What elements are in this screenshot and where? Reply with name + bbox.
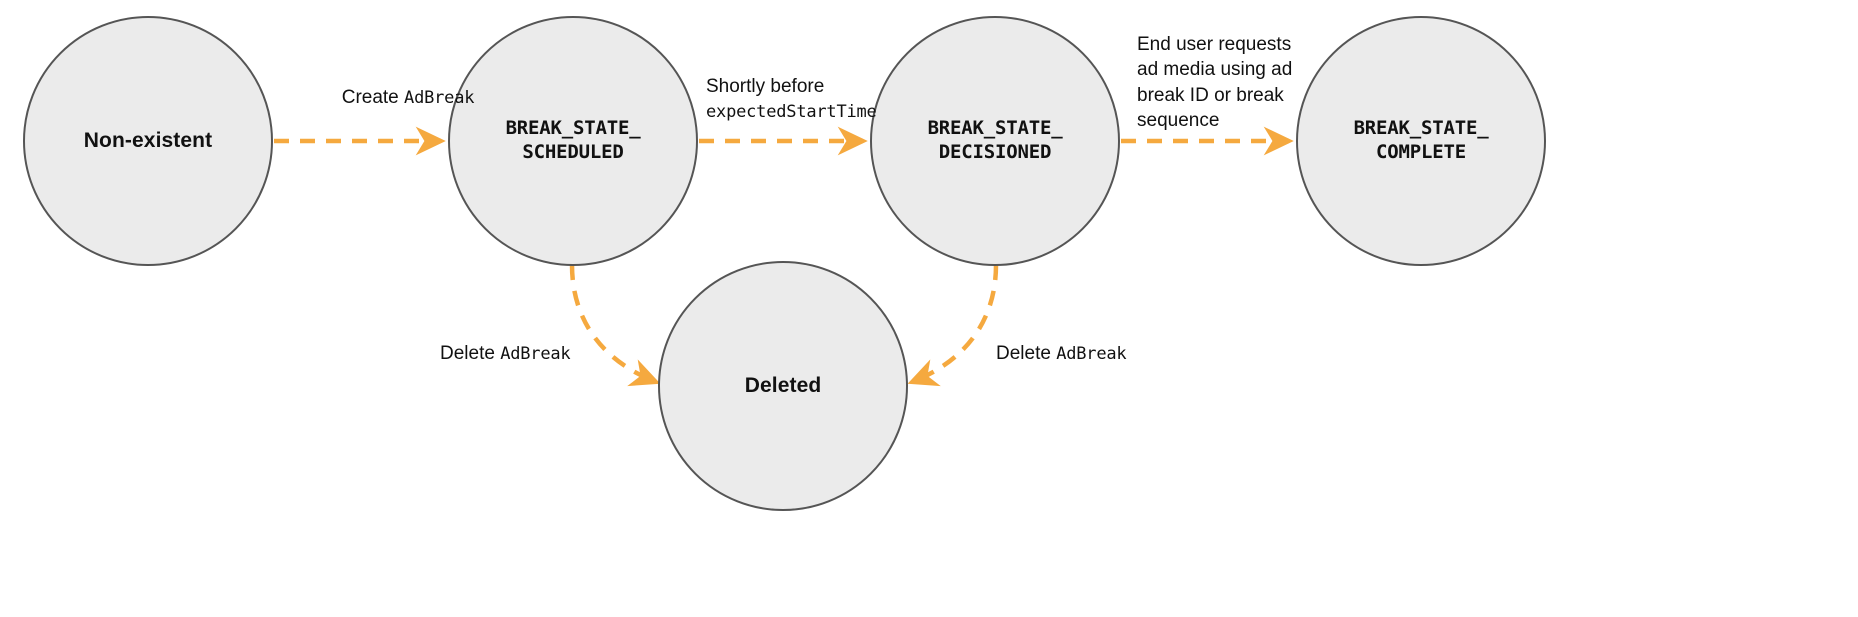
- node-break-state-decisioned[interactable]: [870, 16, 1120, 266]
- node-deleted[interactable]: [658, 261, 908, 511]
- node-break-state-complete[interactable]: [1296, 16, 1546, 266]
- node-hit-break-state-complete[interactable]: [1297, 17, 1545, 265]
- node-non-existent[interactable]: [23, 16, 273, 266]
- node-hit-deleted[interactable]: [659, 262, 907, 510]
- edge-delete-adbreak-from-decisioned: [907, 264, 999, 387]
- node-hit-break-state-scheduled[interactable]: [449, 17, 697, 265]
- node-break-state-scheduled[interactable]: [448, 16, 698, 266]
- node-hit-non-existent[interactable]: [24, 17, 272, 265]
- edge-delete-adbreak-from-scheduled: [569, 264, 661, 387]
- node-hit-break-state-decisioned[interactable]: [871, 17, 1119, 265]
